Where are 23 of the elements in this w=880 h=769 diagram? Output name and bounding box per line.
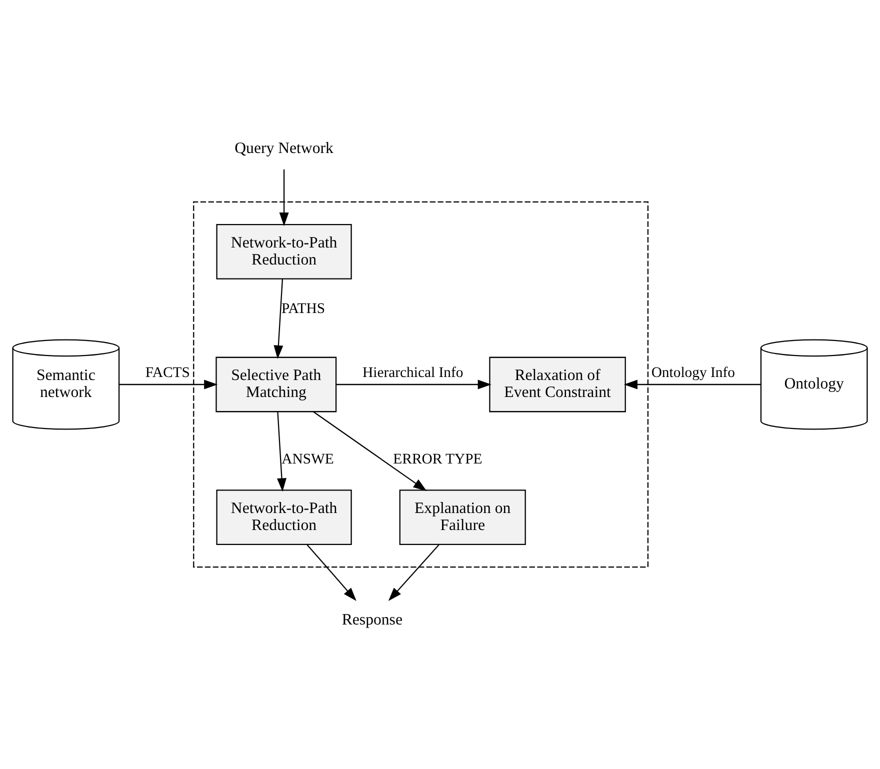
edge-label: ANSWE	[282, 452, 334, 468]
arrow	[388, 544, 440, 602]
node-box: Selective Path Matching	[216, 356, 337, 412]
arrow	[279, 169, 289, 226]
node-box: Network-to-Path Reduction	[216, 224, 352, 280]
node-text: Response	[342, 611, 403, 628]
arrow	[624, 380, 761, 390]
edge-label: FACTS	[145, 365, 190, 382]
edge-label: PATHS	[281, 301, 326, 318]
arrow	[306, 544, 356, 602]
arrow	[336, 380, 492, 390]
edge-label: Hierarchical Info	[362, 365, 464, 382]
arrow	[120, 380, 218, 390]
edge-label: Ontology Info	[651, 365, 735, 382]
node-text: Query Network	[234, 140, 334, 158]
node-box: Explanation on Failure	[399, 490, 526, 545]
node-box: Network-to-Path Reduction	[216, 490, 352, 545]
cluster	[193, 201, 649, 568]
edge-label: ERROR TYPE	[393, 452, 482, 468]
arrow	[274, 278, 284, 360]
arrow	[277, 412, 286, 492]
node-box: Relaxation of Event Constraint	[489, 356, 626, 412]
arrow	[313, 411, 427, 492]
